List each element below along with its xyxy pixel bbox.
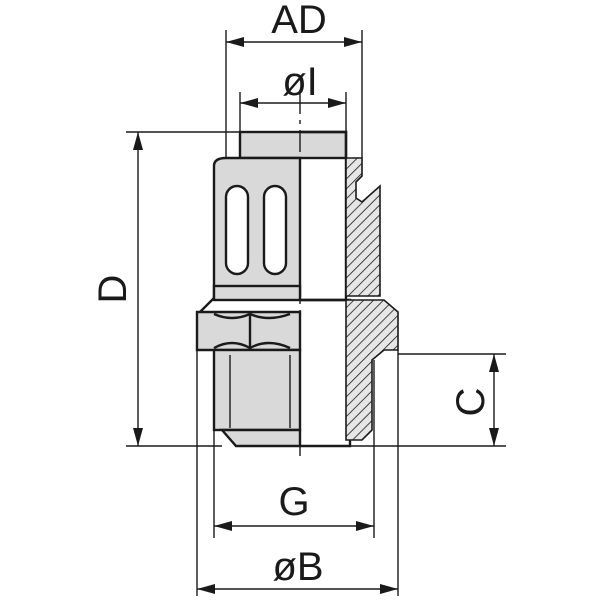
g-arrow-left — [214, 521, 232, 531]
i-arrow-left — [240, 98, 258, 108]
dimension-g: G — [213, 360, 375, 538]
c-label: C — [449, 388, 493, 417]
hex-nut — [195, 310, 302, 352]
b-arrow-left — [197, 584, 215, 594]
b-arrow-right — [380, 584, 398, 594]
ad-arrow-left — [226, 37, 244, 47]
section-body-hatch — [345, 299, 399, 441]
dimension-b: øB — [196, 350, 399, 596]
g-arrow-right — [356, 521, 374, 531]
b-label: øB — [272, 545, 323, 589]
section-cap-hatch — [345, 157, 381, 297]
dimension-ad: AD — [225, 0, 363, 158]
dimension-d: D — [91, 131, 240, 447]
i-arrow-right — [328, 98, 346, 108]
grip-slot-left — [224, 184, 250, 276]
thread-tip — [219, 428, 302, 448]
ad-label: AD — [271, 0, 327, 42]
d-label: D — [91, 275, 135, 304]
d-arrow-bottom — [133, 428, 143, 446]
c-arrow-top — [489, 354, 499, 372]
ad-arrow-right — [344, 37, 362, 47]
hex-chamfer-left — [199, 297, 215, 313]
dimension-c: C — [350, 353, 506, 447]
threaded-section — [212, 348, 302, 432]
grip-slot-right — [262, 184, 288, 276]
top-sleeve — [238, 130, 348, 160]
cap-flange — [212, 284, 302, 302]
i-label: øI — [282, 60, 318, 104]
d-arrow-top — [133, 132, 143, 150]
g-label: G — [278, 480, 309, 524]
fitting-body — [195, 130, 399, 448]
c-arrow-bottom — [489, 428, 499, 446]
section-outline-lower — [300, 298, 352, 448]
dimension-i: øI — [239, 60, 347, 132]
